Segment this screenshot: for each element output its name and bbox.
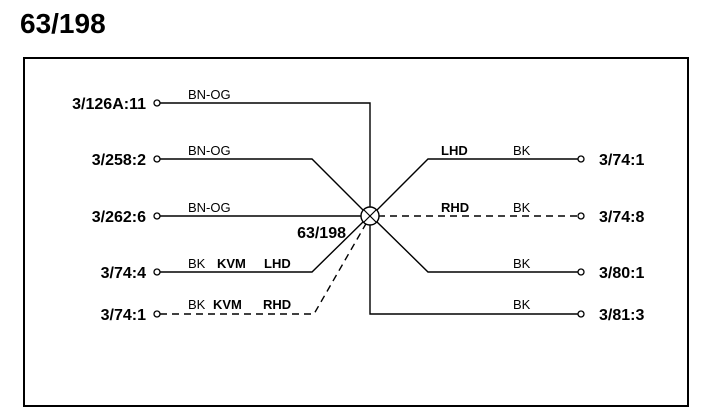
wire-color-left-4: BK (188, 256, 206, 271)
terminal-dot-right-3 (577, 268, 585, 276)
terminal-dot-right-4 (577, 310, 585, 318)
wire-3-80-1 (375, 220, 578, 273)
wire-variant-right-2: RHD (441, 200, 469, 215)
diagram-frame (23, 57, 689, 407)
wire-color-left-5: BK (188, 297, 206, 312)
wire-3-81-3 (369, 222, 578, 315)
wire-3-74-1-right (375, 158, 578, 212)
terminal-dot-left-3 (153, 212, 161, 220)
connector-left-3: 3/262:6 (92, 209, 146, 226)
wire-note-left-5: KVM (213, 297, 242, 312)
wire-variant-left-4: LHD (264, 256, 291, 271)
connector-right-2: 3/74:8 (599, 209, 644, 226)
page-title: 63/198 (20, 8, 106, 39)
wire-color-right-4: BK (513, 297, 531, 312)
terminal-dot-right-1 (577, 155, 585, 163)
splice-node (360, 206, 380, 226)
wire-variant-left-5: RHD (263, 297, 291, 312)
wire-color-right-2: BK (513, 200, 531, 215)
wire-3-74-1-left-dashed (160, 221, 368, 315)
wire-note-left-4: KVM (217, 256, 246, 271)
connector-right-3: 3/80:1 (599, 265, 644, 282)
connector-left-5: 3/74:1 (101, 307, 146, 324)
connector-left-4: 3/74:4 (101, 265, 146, 282)
wire-color-left-3: BN-OG (188, 200, 231, 215)
wire-3-74-4 (160, 220, 365, 273)
wire-color-right-1: BK (513, 143, 531, 158)
terminal-dot-right-2 (577, 212, 585, 220)
connector-left-1: 3/126A:11 (72, 96, 146, 113)
connector-left-2: 3/258:2 (92, 152, 146, 169)
terminal-dot-left-5 (153, 310, 161, 318)
wire-color-left-1: BN-OG (188, 87, 231, 102)
wire-3-126a-11 (160, 102, 371, 210)
connector-right-1: 3/74:1 (599, 152, 644, 169)
splice-label: 63/198 (297, 225, 346, 242)
wire-3-258-2 (160, 158, 365, 212)
wire-variant-right-1: LHD (441, 143, 468, 158)
wire-color-left-2: BN-OG (188, 143, 231, 158)
terminal-dot-left-4 (153, 268, 161, 276)
connector-right-4: 3/81:3 (599, 307, 644, 324)
terminal-dot-left-1 (153, 99, 161, 107)
terminal-dot-left-2 (153, 155, 161, 163)
wire-color-right-3: BK (513, 256, 531, 271)
